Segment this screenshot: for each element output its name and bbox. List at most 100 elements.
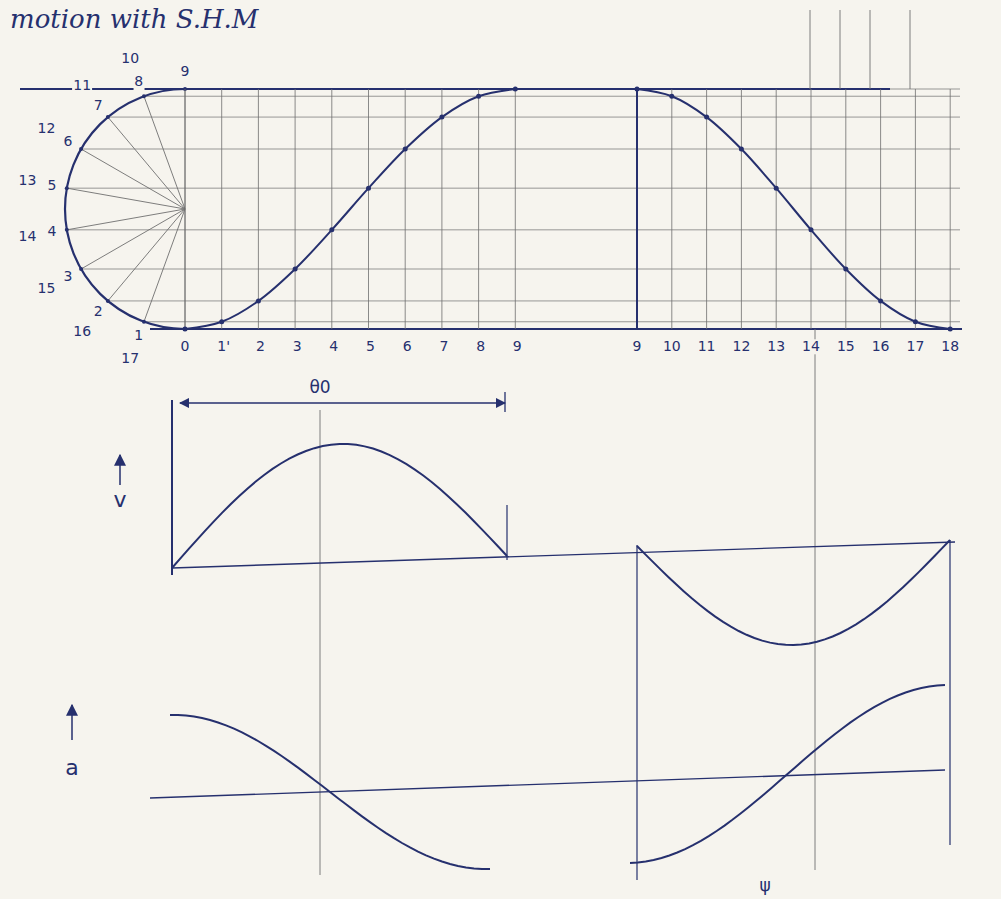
axis-number: 10 [662,339,682,354]
axis-number: 7 [438,339,449,354]
axis-arrow [71,705,73,740]
radial-line [67,209,185,230]
semicircle-number: 6 [63,134,74,149]
construction-line [815,329,816,870]
curve-point [513,87,518,92]
division-number: 10 [120,51,140,66]
division-number: 11 [72,79,92,94]
construction-line [320,410,321,875]
axis-number: 9 [632,339,643,354]
semicircle-number: 4 [47,225,58,240]
division-line [185,89,186,329]
axis-number: 18 [940,339,960,354]
projection-line [81,149,960,150]
curve-point [774,186,779,191]
velocity-baseline [172,542,955,568]
curve-point [183,327,188,332]
axis-number: 15 [836,339,856,354]
division-point [183,327,187,331]
curve-point [439,115,444,120]
curve-point [366,186,371,191]
curve-point [219,319,224,324]
projection-line [108,300,960,301]
axis-number: 9 [512,339,523,354]
axis-number: 4 [328,339,339,354]
displacement-curve [637,89,950,329]
velocity-label: v [112,488,127,512]
division-line [478,89,479,329]
curve-point [403,147,408,152]
division-line [405,89,406,329]
extension-line [870,10,871,89]
division-line [776,89,777,329]
projection-line [108,117,960,118]
projection-line [81,269,960,270]
top-line [20,88,890,90]
curve-point [329,227,334,232]
curve-point [809,227,814,232]
angle-label: ψ [758,876,771,895]
curve-point [913,319,918,324]
semicircle-number: 1 [133,328,144,343]
curve-point [476,94,481,99]
axis-number: 5 [365,339,376,354]
division-number: 14 [18,229,38,244]
radial-line [81,149,185,209]
semicircle-number: 9 [180,64,191,79]
curve-point [739,147,744,152]
axis-number: 14 [801,339,821,354]
axis-number: 3 [292,339,303,354]
radial-line [108,209,185,301]
curve-point [635,87,640,92]
division-line [441,89,442,329]
acceleration-baseline [150,770,945,798]
radial-line [144,96,185,209]
axis-number: 0 [180,339,191,354]
division-line [258,89,259,329]
acceleration-label: a [64,756,79,780]
velocity-end [506,505,507,560]
division-line [295,89,296,329]
division-number: 16 [72,324,92,339]
velocity-curve [637,540,950,645]
division-line [915,89,916,329]
acceleration-curve [630,685,945,863]
semicircle-number: 3 [63,269,74,284]
division-number: 17 [120,352,140,367]
division-line [845,89,846,329]
angle-label: θ0 [308,378,331,397]
division-line [221,89,222,329]
displacement-curve [185,89,515,329]
axis-number: 6 [402,339,413,354]
dimension-tick [504,392,505,412]
base-line [150,328,962,330]
base-semicircle [65,89,185,329]
division-line [671,89,672,329]
drawing-title: motion with S.H.M [10,4,258,34]
axis-number: 12 [731,339,751,354]
axis-number: 17 [905,339,925,354]
division-number: 15 [37,281,57,296]
axis-number: 2 [255,339,266,354]
acceleration-curve [170,715,490,869]
projection-line [144,96,960,97]
curve-point [843,267,848,272]
radial-line [108,117,185,209]
projection-line [67,188,960,189]
velocity-axis [171,400,173,575]
velocity-start [636,545,637,880]
semicircle-number: 5 [47,178,58,193]
curve-point [948,327,953,332]
projection-line [67,229,960,230]
division-number: 12 [37,121,57,136]
semicircle-number: 2 [93,305,104,320]
division-line [515,89,516,329]
axis-number: 1' [216,339,231,354]
semicircle-number: 7 [93,98,104,113]
curve-point [878,298,883,303]
axis-number: 8 [475,339,486,354]
division-line [368,89,369,329]
axis-number: 11 [697,339,717,354]
division-number: 13 [18,174,38,189]
